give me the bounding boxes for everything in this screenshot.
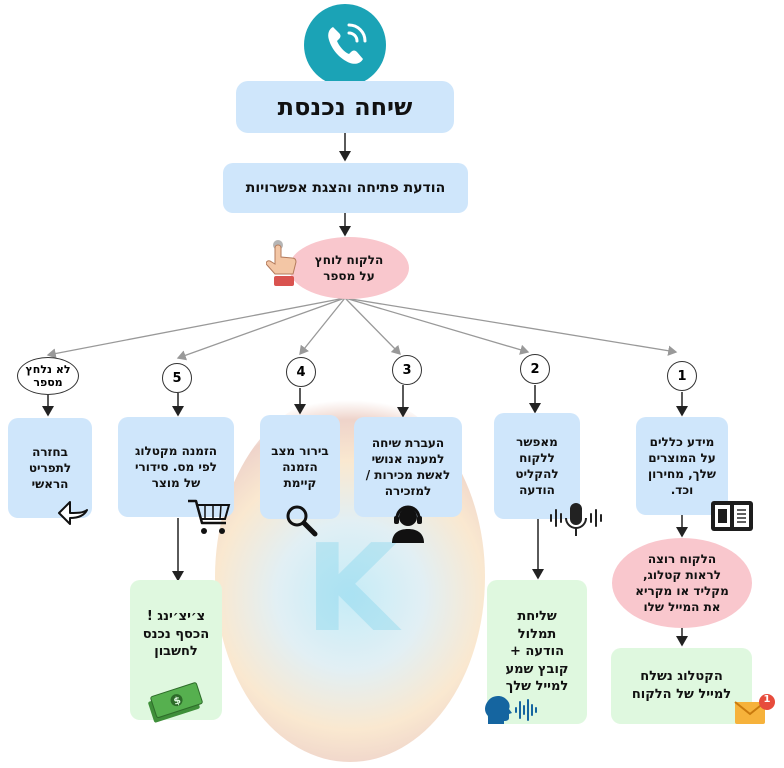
option-box-5: הזמנה מקטלוג לפי מס. סידורי של מוצר bbox=[118, 417, 234, 517]
phone-icon bbox=[303, 3, 387, 87]
customer-press-text: הלקוח לוחץ על מספר bbox=[314, 252, 384, 283]
microphone-icon bbox=[548, 500, 604, 540]
opening-text: הודעת פתיחה והצגת אפשרויות bbox=[245, 179, 446, 196]
option-box-2: מאפשר ללקוח להקליט הודעה bbox=[494, 413, 580, 519]
option-number-2: 2 bbox=[530, 361, 540, 377]
option-number-1: 1 bbox=[677, 368, 687, 384]
option-circle-2: 2 bbox=[520, 354, 550, 384]
option-text-2: מאפשר ללקוח להקליט הודעה bbox=[515, 434, 559, 498]
option-box-4: בירור מצב הזמנה קיימת bbox=[260, 415, 340, 519]
customer-press-oval: הלקוח לוחץ על מספר bbox=[289, 237, 409, 299]
mail-badge-count: 1 bbox=[763, 694, 771, 705]
money-in-text: צ׳יצ׳ינג ! הכסף נכנס לחשבון bbox=[142, 609, 210, 660]
transcript-sent-text: שליחת תמלול הודעה + קובץ שמע למייל שלך bbox=[505, 609, 569, 695]
catalog-choice-text: הלקוח רוצה לראות קטלוג, מקליד או מקריא א… bbox=[635, 551, 729, 615]
magnifier-icon bbox=[284, 503, 318, 537]
option-number-3: 3 bbox=[402, 362, 412, 378]
catalog-book-icon bbox=[709, 498, 755, 534]
svg-text:$: $ bbox=[172, 695, 182, 708]
speaking-head-icon bbox=[484, 690, 542, 726]
shopping-cart-icon bbox=[186, 497, 232, 537]
option-circle-4: 4 bbox=[286, 357, 316, 387]
option-number-4: 4 bbox=[296, 364, 306, 380]
catalog-sent-box: הקטלוג נשלח למייל של הלקוח bbox=[611, 648, 752, 724]
catalog-choice-oval: הלקוח רוצה לראות קטלוג, מקליד או מקריא א… bbox=[612, 538, 752, 628]
headset-agent-icon bbox=[389, 503, 427, 543]
email-notification-icon: 1 bbox=[733, 692, 777, 726]
main-menu-box: בחזרה לתפריט הראשי bbox=[8, 418, 92, 518]
title-text: שיחה נכנסת bbox=[277, 92, 413, 121]
option-circle-3: 3 bbox=[392, 355, 422, 385]
option-text-3: העברת שיחה למענה אנושי לאשת מכירות / למז… bbox=[365, 435, 451, 499]
option-text-4: בירור מצב הזמנה קיימת bbox=[271, 443, 329, 491]
incoming-call-title: שיחה נכנסת bbox=[236, 81, 454, 133]
opening-message-box: הודעת פתיחה והצגת אפשרויות bbox=[223, 163, 468, 213]
option-box-3: העברת שיחה למענה אנושי לאשת מכירות / למז… bbox=[354, 417, 462, 517]
option-text-5: הזמנה מקטלוג לפי מס. סידורי של מוצר bbox=[134, 443, 218, 491]
option-number-5: 5 bbox=[172, 370, 182, 386]
option-circle-5: 5 bbox=[162, 363, 192, 393]
no-number-oval: לא נלחץ מספר bbox=[17, 357, 79, 395]
return-arrow-icon bbox=[56, 498, 90, 528]
main-menu-text: בחזרה לתפריט הראשי bbox=[28, 444, 72, 492]
money-bills-icon: $ bbox=[143, 680, 205, 724]
finger-press-icon bbox=[265, 238, 302, 290]
option-circle-1: 1 bbox=[667, 361, 697, 391]
catalog-sent-text: הקטלוג נשלח למייל של הלקוח bbox=[631, 669, 732, 702]
option-text-1: מידע כללים על המוצרים שלך, מחירון וכד. bbox=[648, 434, 716, 498]
no-number-text: לא נלחץ מספר bbox=[25, 362, 71, 389]
option-box-1: מידע כללים על המוצרים שלך, מחירון וכד. bbox=[636, 417, 728, 515]
watermark-logo: K bbox=[305, 520, 398, 659]
